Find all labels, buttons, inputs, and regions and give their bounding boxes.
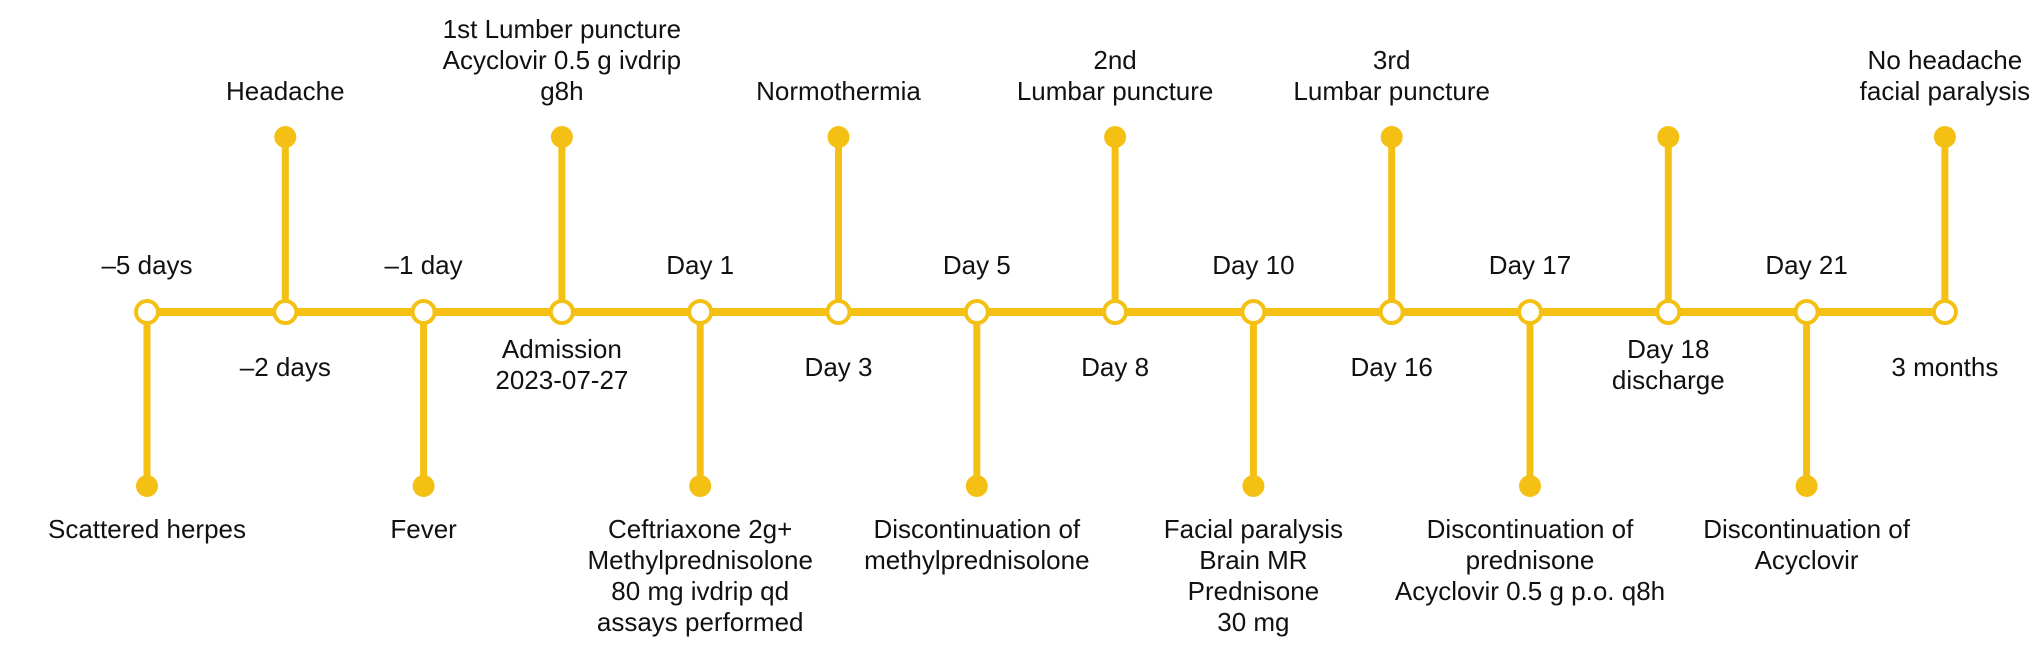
time-label: Day 16 [1350,352,1433,382]
event-label: Scattered herpes [48,514,246,545]
timeline-node [825,299,852,325]
time-label-line: Admission [501,334,622,364]
timeline-node [1102,299,1129,325]
timeline-node [1240,299,1267,325]
event-dot [827,126,850,148]
event-label-line: Lumbar puncture [1293,76,1490,106]
event-label-line: Discontinuation of [873,514,1081,544]
time-label: Day 10 [1212,250,1295,280]
event-label-line: Fever [390,514,457,544]
event-dot [1242,475,1265,497]
event-dot [1519,475,1541,497]
event-label-line: g8h [540,76,584,106]
event-label-line: 2nd [1093,45,1137,75]
event-dot [136,475,158,497]
time-label: 3 months [1891,352,1999,382]
time-label: –2 days [239,352,331,382]
timeline-node [1931,299,1958,325]
event-label-line: 1st Lumber puncture [442,14,682,44]
time-label-line: Day 18 [1627,334,1710,364]
event-label-line: Brain MR [1199,545,1308,575]
event-label-line: Lumbar puncture [1016,76,1214,106]
timeline-node [1793,299,1820,325]
timeline-node [410,299,437,325]
time-label: Day 21 [1765,250,1848,280]
event-label: Normothermia [756,76,921,107]
time-label: Day 5 [942,250,1011,280]
timeline-node [548,299,575,325]
timeline-node [1655,299,1682,325]
event-dot [1795,475,1818,497]
event-label-line: Acyclovir 0.5 g ivdrip [442,45,682,75]
event-dot [965,475,988,497]
event-label-line: 3rd [1372,45,1411,75]
time-label-line: 2023-07-27 [495,365,629,395]
event-label-line: prednisone [1465,545,1595,575]
timeline-node [963,299,990,325]
time-label: –5 days [101,250,193,280]
time-label: Day 8 [1081,352,1150,382]
timeline-node [1378,299,1405,325]
event-label: Headache [226,76,345,107]
event-label-line: methylprednisolone [864,545,1090,575]
event-dot [689,475,712,497]
event-dot [550,126,573,148]
event-label-line: Prednisone [1187,576,1320,606]
event-dot [1933,126,1956,148]
event-label-line: Normothermia [756,76,921,106]
event-label-line: 30 mg [1217,607,1290,637]
event-label-line: Discontinuation of [1426,514,1634,544]
event-label-line: assays performed [596,607,804,637]
event-dot [274,126,297,148]
event-label-line: Acyclovir 0.5 g p.o. q8h [1394,576,1666,606]
timeline-node [272,299,299,325]
event-label-line: No headache [1867,45,2023,75]
event-label-line: Scattered herpes [47,514,247,544]
event-label: Fever [390,514,456,545]
event-dot [412,475,435,497]
event-label-line: Methylprednisolone [587,545,813,575]
timeline-node [687,299,714,325]
time-label-line: discharge [1611,365,1725,395]
time-label: Day 3 [804,352,873,382]
event-dot [1104,126,1127,148]
event-label-line: 80 mg ivdrip qd [611,576,790,606]
timeline-node [134,299,160,325]
event-label-line: facial paralysis [1859,76,2031,106]
event-label-line: Ceftriaxone 2g+ [608,514,793,544]
event-label-line: Discontinuation of [1703,514,1910,544]
event-label-line: Headache [226,76,345,106]
event-label-line: Acyclovir [1754,545,1859,575]
time-label: Day 17 [1488,250,1572,280]
timeline-node [1517,299,1543,325]
event-dot [1657,126,1680,148]
time-label: –1 day [384,250,463,280]
time-label: Day 1 [666,250,735,280]
event-dot [1380,126,1403,148]
event-label-line: Facial paralysis [1163,514,1343,544]
